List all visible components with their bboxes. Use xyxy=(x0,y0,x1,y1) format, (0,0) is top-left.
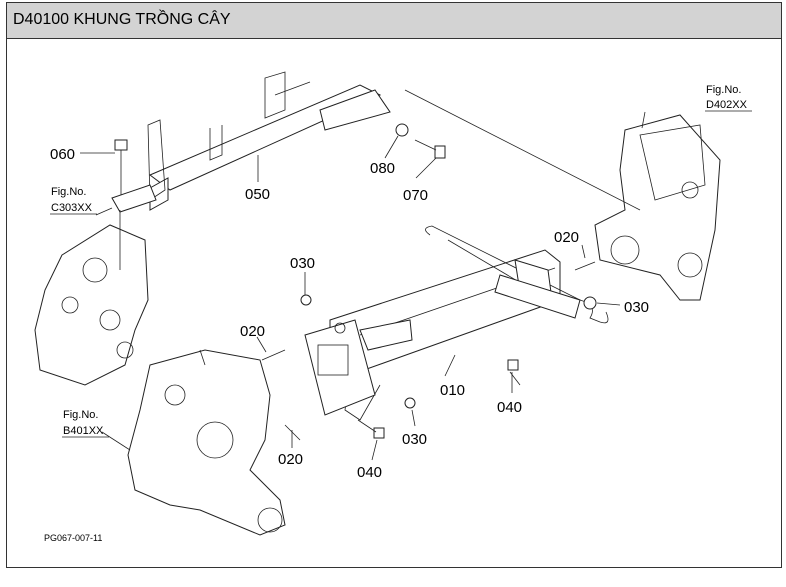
page-title: D40100 KHUNG TRỒNG CÂY xyxy=(13,11,231,28)
callout-020-bottom: 020 xyxy=(278,451,303,468)
callout-020-left: 020 xyxy=(240,323,265,340)
leader-lines xyxy=(80,89,646,461)
bracket-050 xyxy=(111,71,391,213)
callout-030-top: 030 xyxy=(290,255,315,272)
callout-labels: 060 050 080 070 020 030 030 020 010 040 … xyxy=(50,146,649,481)
figref-d402-label: Fig.No. xyxy=(706,84,741,96)
figref-b401-code: B401XX xyxy=(63,425,104,437)
transmission-b401 xyxy=(127,349,286,536)
callout-010: 010 xyxy=(440,382,465,399)
callout-040-bottom: 040 xyxy=(357,464,382,481)
callout-050: 050 xyxy=(245,186,270,203)
figref-c303-code: C303XX xyxy=(51,202,93,214)
callout-060: 060 xyxy=(50,146,75,163)
gear-unit-c303 xyxy=(34,210,149,386)
figref-b401-label: Fig.No. xyxy=(63,409,98,421)
figure-references: Fig.No. D402XX Fig.No. C303XX Fig.No. B4… xyxy=(50,84,752,438)
figref-d402-code: D402XX xyxy=(706,99,748,111)
callout-020-right: 020 xyxy=(554,229,579,246)
callout-080: 080 xyxy=(370,160,395,177)
gearbox-d402 xyxy=(594,114,721,301)
title-bar: D40100 KHUNG TRỒNG CÂY xyxy=(7,3,781,39)
guide-bar xyxy=(425,225,609,324)
drawing-code: PG067-007-11 xyxy=(44,533,102,543)
figref-c303-label: Fig.No. xyxy=(51,186,86,198)
callout-030-right: 030 xyxy=(624,299,649,316)
callout-040-right: 040 xyxy=(497,399,522,416)
callout-030-bottom: 030 xyxy=(402,431,427,448)
mount-plate xyxy=(304,319,413,416)
callout-070: 070 xyxy=(403,187,428,204)
fasteners xyxy=(114,123,597,441)
